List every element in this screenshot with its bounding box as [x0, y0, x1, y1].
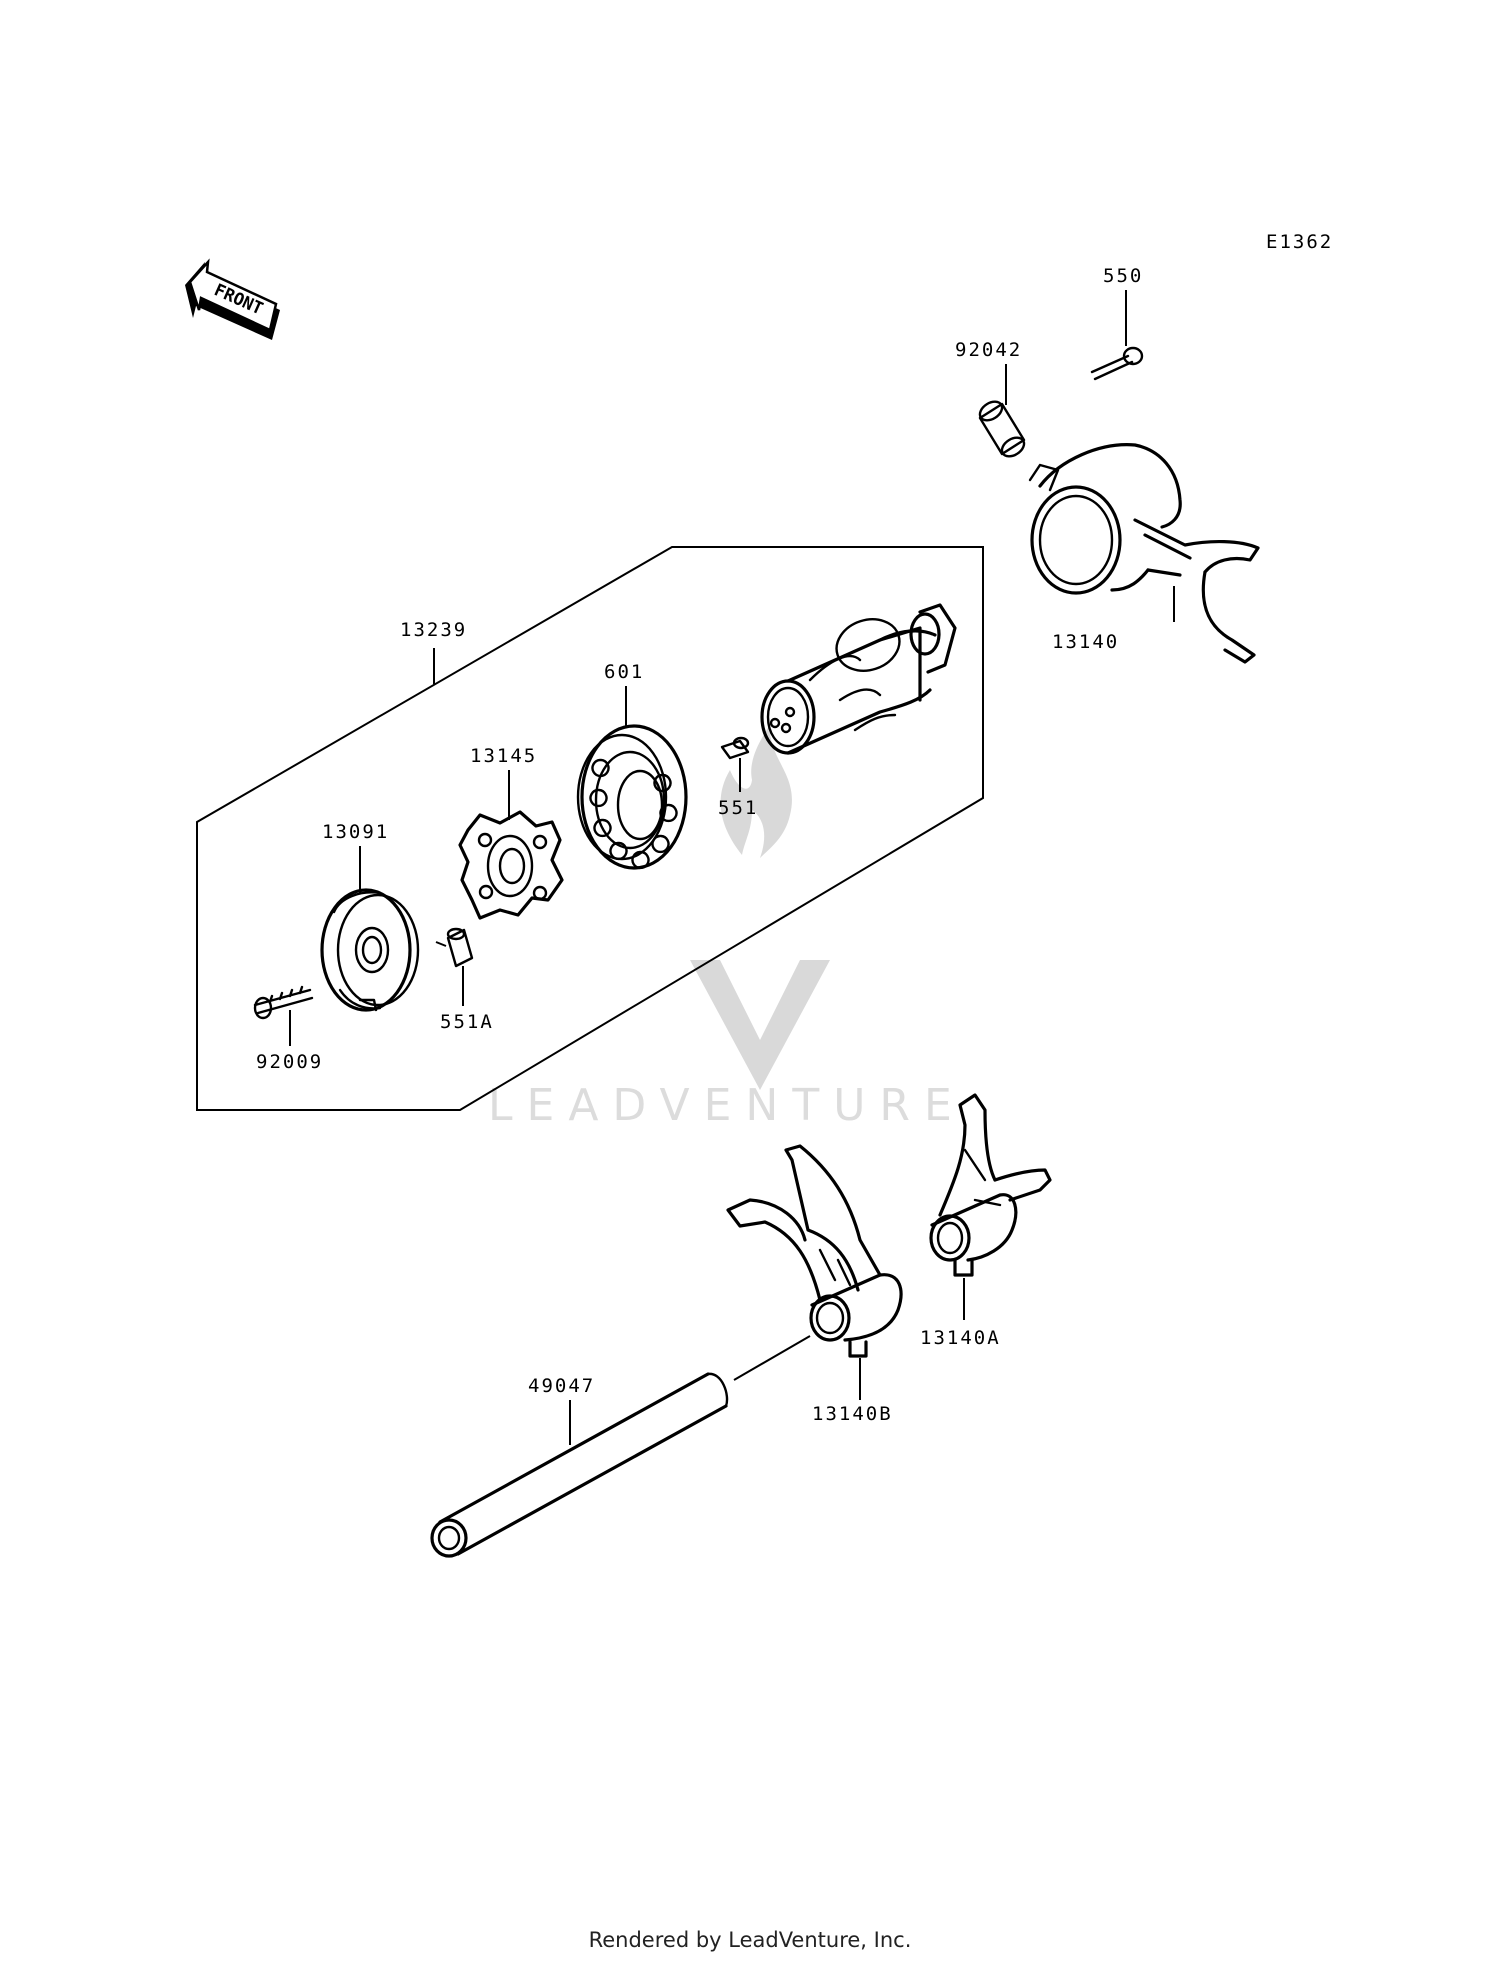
label-49047: 49047 [528, 1375, 595, 1397]
render-credit: Rendered by LeadVenture, Inc. [588, 1928, 912, 1952]
label-92042: 92042 [955, 339, 1022, 361]
pin-551A [435, 927, 474, 1006]
sub-assembly-outline [196, 546, 984, 1111]
pin-92042 [978, 364, 1026, 458]
label-13091: 13091 [322, 821, 389, 843]
shaft-49047 [430, 1335, 811, 1558]
watermark-text: LEADVENTURE [488, 1080, 966, 1131]
label-13145: 13145 [470, 745, 537, 767]
label-551A: 551A [440, 1011, 494, 1033]
pin-plate-13091 [320, 846, 420, 1012]
front-arrow-icon: FRONT [185, 258, 280, 340]
screw-92009 [253, 985, 314, 1046]
label-601: 601 [604, 661, 644, 683]
shift-fork-13140 [1028, 443, 1260, 664]
label-92009: 92009 [256, 1051, 323, 1073]
shift-fork-13140A [929, 1093, 1052, 1320]
shift-drum [760, 603, 957, 755]
watermark-logo [690, 725, 830, 1090]
pin-551 [720, 736, 750, 792]
bearing-601 [576, 686, 688, 870]
label-550: 550 [1103, 265, 1143, 287]
cotter-pin-550 [1090, 290, 1144, 381]
diagram-code: E1362 [1266, 231, 1333, 253]
label-13140A: 13140A [920, 1327, 1001, 1349]
label-13140: 13140 [1052, 631, 1119, 653]
label-13140B: 13140B [812, 1403, 893, 1425]
star-plate-13145 [458, 770, 564, 920]
shift-fork-13140B [726, 1144, 903, 1400]
label-13239: 13239 [400, 619, 467, 641]
label-551: 551 [718, 797, 758, 819]
